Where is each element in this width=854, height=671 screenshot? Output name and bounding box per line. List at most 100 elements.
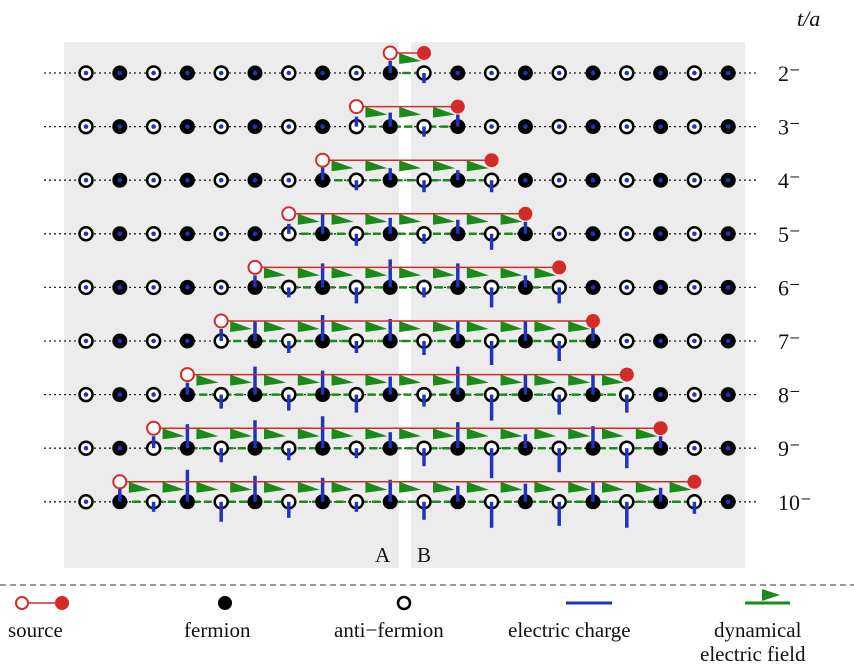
lattice-row: 3⁻ bbox=[44, 99, 801, 140]
charge-dot bbox=[185, 285, 190, 290]
source-fermion bbox=[619, 367, 634, 382]
charge-dot bbox=[117, 124, 123, 129]
electric-field-arrow bbox=[297, 267, 320, 279]
charge-dot bbox=[218, 231, 224, 237]
charge-dot bbox=[590, 177, 596, 183]
source-anti-fermion bbox=[247, 259, 263, 275]
source-anti-fermion bbox=[348, 99, 364, 115]
charge-dot bbox=[489, 124, 494, 129]
charge-dot bbox=[590, 70, 596, 76]
electric-field-arrow bbox=[534, 267, 557, 279]
source-anti-fermion bbox=[213, 313, 229, 329]
charge-dot bbox=[692, 445, 697, 451]
electric-field-arrow bbox=[128, 481, 151, 493]
lattice-row: 9⁻ bbox=[44, 416, 801, 479]
source-fermion bbox=[586, 314, 600, 328]
lattice-row: 8⁻ bbox=[44, 366, 801, 421]
time-label: 7⁻ bbox=[778, 329, 801, 354]
charge-dot bbox=[117, 445, 123, 451]
electric-field-arrow bbox=[466, 213, 489, 225]
charge-dot bbox=[725, 445, 731, 451]
electric-field-arrow bbox=[534, 428, 557, 440]
legend-field-icon bbox=[745, 589, 790, 605]
source-fermion bbox=[450, 99, 465, 114]
axis-label: t/a bbox=[797, 6, 820, 31]
electric-field-arrow bbox=[399, 267, 422, 279]
charge-dot bbox=[725, 124, 731, 129]
electric-field-arrow bbox=[500, 428, 523, 440]
legend-source-label: source bbox=[8, 618, 63, 642]
charge-dot bbox=[556, 177, 562, 183]
charge-dot bbox=[286, 70, 292, 76]
legend-fermion-label: fermion bbox=[184, 618, 251, 642]
charge-dot bbox=[624, 124, 630, 129]
electric-field-arrow bbox=[602, 428, 624, 440]
electric-field-arrow bbox=[399, 106, 422, 118]
charge-dot bbox=[658, 70, 663, 76]
charge-dot bbox=[117, 70, 123, 76]
electric-field-arrow bbox=[399, 428, 422, 440]
charge-dot bbox=[556, 231, 562, 237]
charge-dot bbox=[83, 177, 89, 183]
charge-dot bbox=[725, 177, 731, 183]
charge-dot bbox=[83, 338, 89, 344]
charge-dot bbox=[117, 231, 123, 237]
electric-field-arrow bbox=[466, 374, 489, 386]
source-anti-fermion bbox=[315, 152, 331, 168]
charge-dot bbox=[151, 70, 156, 76]
charge-dot bbox=[320, 70, 325, 76]
charge-dot bbox=[692, 392, 697, 397]
electric-field-arrow bbox=[331, 481, 354, 493]
electric-field-arrow bbox=[162, 481, 185, 493]
lattice-row: 6⁻ bbox=[44, 259, 801, 308]
electric-field-arrow bbox=[399, 374, 422, 386]
electric-field-arrow bbox=[466, 160, 489, 172]
electric-field-arrow bbox=[433, 213, 455, 225]
time-label: 4⁻ bbox=[778, 168, 801, 193]
charge-dot bbox=[489, 70, 494, 76]
electric-field-arrow bbox=[331, 374, 354, 386]
charge-dot bbox=[151, 124, 156, 129]
charge-dot bbox=[624, 70, 630, 76]
charge-dot bbox=[117, 392, 123, 397]
legend-field-label-1: dynamical bbox=[714, 618, 802, 642]
charge-dot bbox=[590, 231, 596, 237]
electric-field-arrow bbox=[399, 160, 422, 172]
electric-field-arrow bbox=[196, 374, 219, 386]
charge-dot bbox=[725, 392, 731, 397]
electric-field-arrow bbox=[264, 374, 286, 386]
electric-field-arrow bbox=[230, 481, 253, 493]
electric-field-arrow bbox=[534, 481, 557, 493]
charge-dot bbox=[624, 285, 630, 290]
charge-dot bbox=[523, 70, 528, 76]
time-label: 10⁻ bbox=[778, 490, 812, 515]
electric-field-arrow bbox=[230, 321, 253, 332]
time-label: 5⁻ bbox=[778, 222, 801, 247]
charge-dot bbox=[117, 338, 123, 344]
electric-field-arrow bbox=[568, 374, 591, 386]
electric-field-arrow bbox=[433, 481, 455, 493]
charge-dot bbox=[523, 177, 528, 183]
electric-field-arrow bbox=[466, 321, 489, 332]
lattice-row: 5⁻ bbox=[44, 206, 801, 250]
charge-dot bbox=[151, 392, 156, 397]
source-anti-fermion bbox=[179, 367, 195, 383]
electric-field-arrow bbox=[365, 481, 388, 493]
source-anti-fermion bbox=[146, 420, 162, 436]
lattice-row: 2⁻ bbox=[44, 45, 801, 86]
charge-dot bbox=[455, 70, 461, 76]
electric-field-arrow bbox=[365, 106, 388, 118]
charge-dot bbox=[658, 392, 663, 397]
legend-charge-label: electric charge bbox=[508, 618, 631, 642]
time-label: 3⁻ bbox=[778, 115, 801, 140]
electric-field-arrow bbox=[297, 481, 320, 493]
source-anti-fermion bbox=[112, 474, 128, 490]
charge-dot bbox=[185, 231, 190, 237]
electric-field-arrow bbox=[669, 481, 692, 493]
region-label-b: B bbox=[417, 543, 431, 567]
electric-field-arrow bbox=[466, 481, 489, 493]
charge-dot bbox=[556, 124, 562, 129]
electric-field-arrow bbox=[297, 213, 320, 225]
